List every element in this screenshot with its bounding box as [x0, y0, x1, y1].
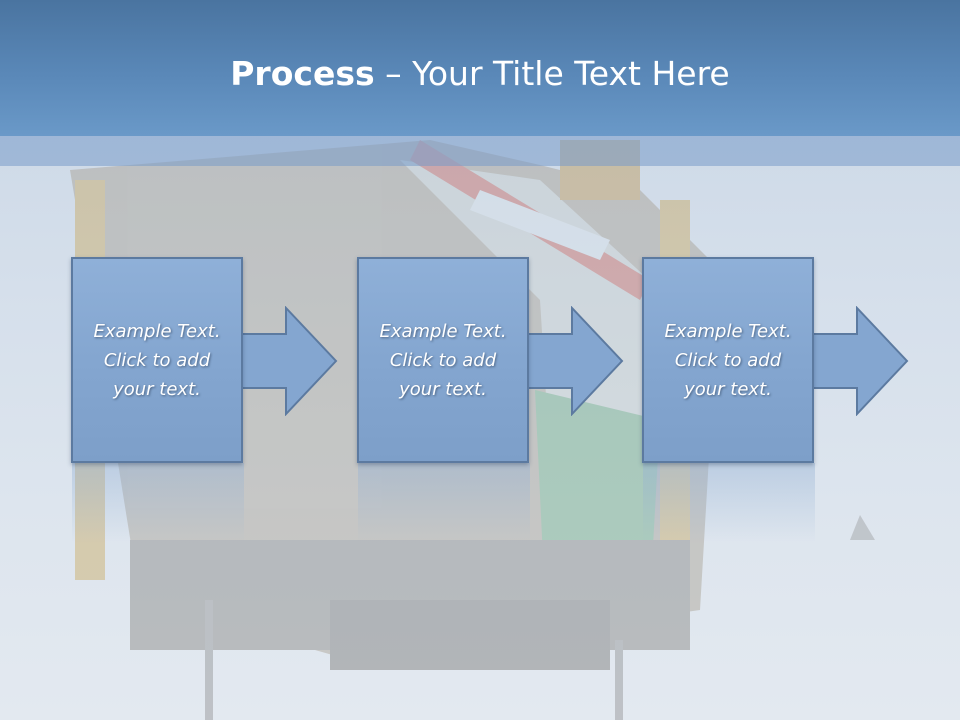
step-1-box[interactable]: Example Text. Click to add your text.	[71, 257, 243, 463]
title-band-strip	[0, 136, 960, 166]
step-2-box[interactable]: Example Text. Click to add your text.	[357, 257, 529, 463]
title-bold-part: Process	[230, 54, 375, 93]
step-1-arrow-icon	[240, 306, 338, 416]
step-3-reflection	[643, 463, 815, 543]
title-rest-part: – Your Title Text Here	[374, 54, 730, 93]
title-band	[0, 0, 960, 136]
step-1-reflection	[72, 463, 244, 543]
step-2-arrow-icon	[526, 306, 624, 416]
step-1-text: Example Text. Click to add your text.	[93, 320, 221, 400]
step-3-arrow-icon	[811, 306, 909, 416]
step-2-text: Example Text. Click to add your text.	[379, 320, 507, 400]
step-3-box[interactable]: Example Text. Click to add your text.	[642, 257, 814, 463]
step-2-reflection	[358, 463, 530, 543]
step-3-text: Example Text. Click to add your text.	[664, 320, 792, 400]
slide-title[interactable]: Process – Your Title Text Here	[0, 52, 960, 96]
